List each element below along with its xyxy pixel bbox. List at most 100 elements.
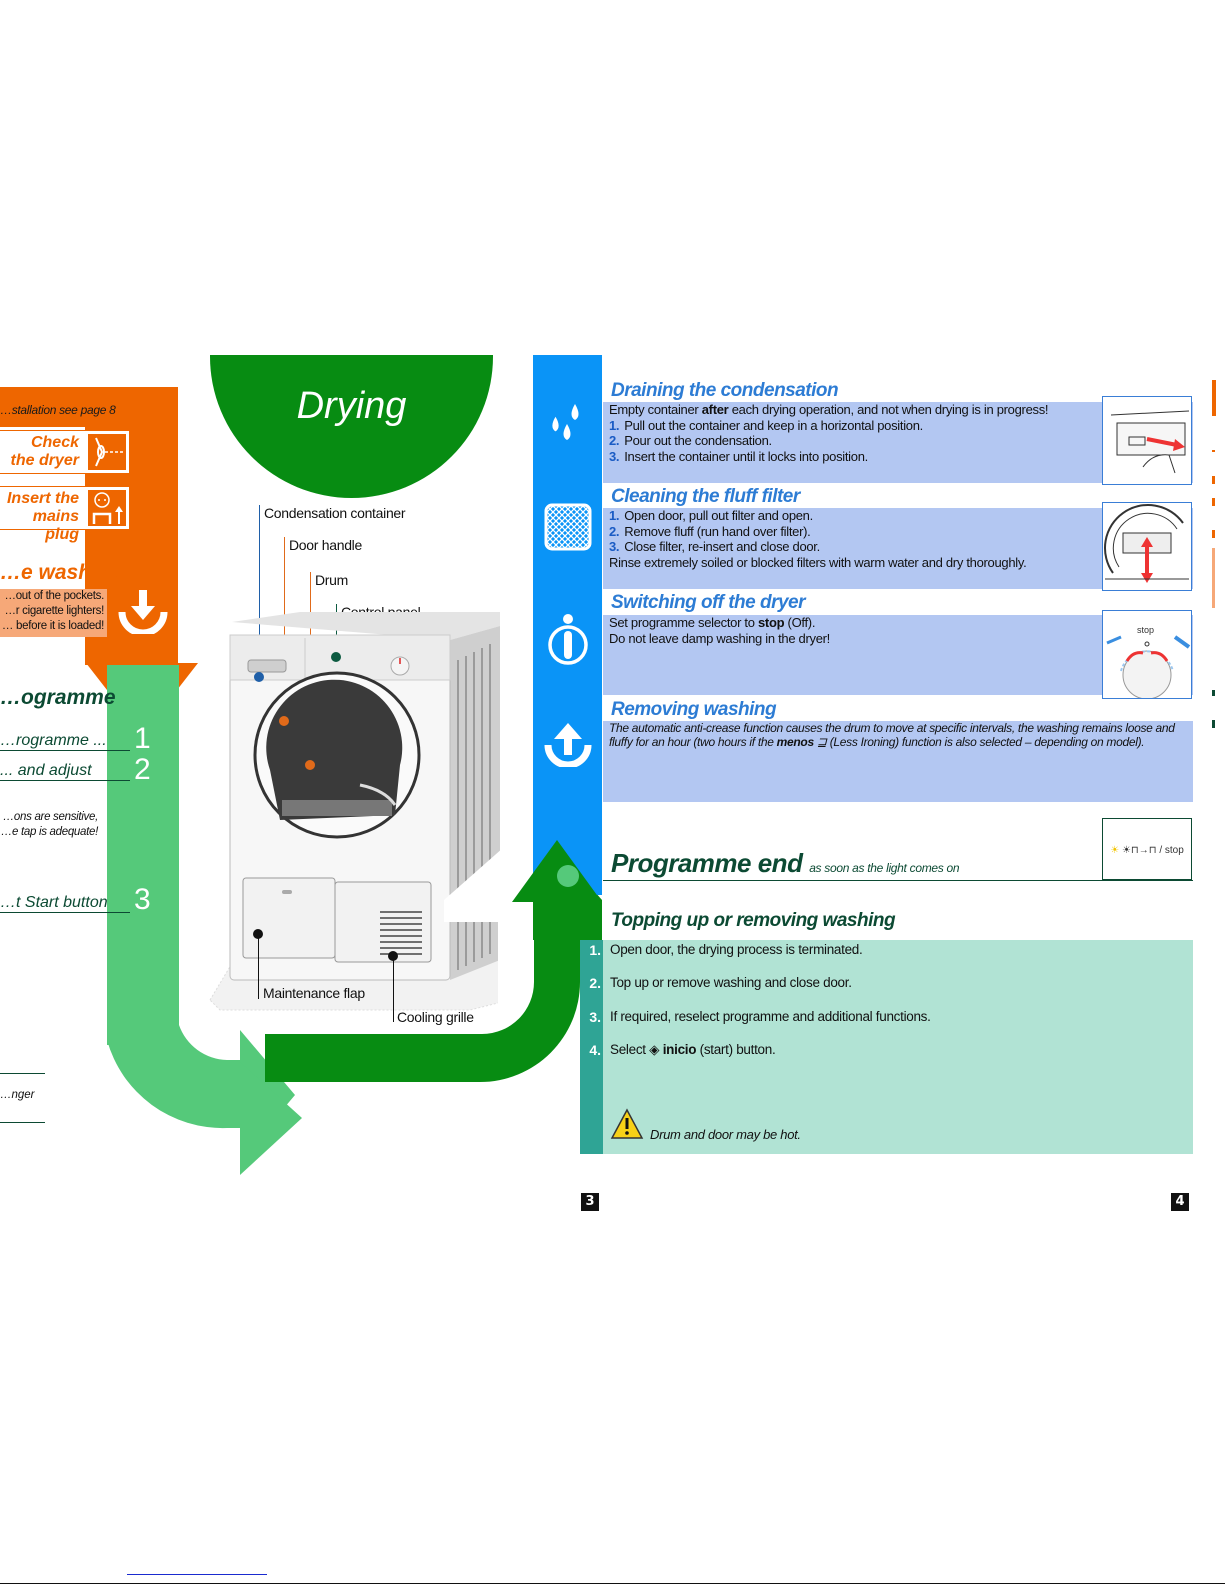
topping-step-1: Open door, the drying process is termina… — [610, 942, 863, 957]
topping-step-2: Top up or remove washing and close door. — [610, 975, 852, 990]
fluff-filter-illustration — [1102, 502, 1192, 591]
note-line: …r cigarette lighters! — [4, 605, 105, 617]
water-drops-icon — [552, 404, 579, 440]
text: Do not leave damp washing in the dryer! — [609, 630, 830, 646]
step-number: 1 — [134, 722, 151, 755]
text-bold: after — [701, 402, 729, 417]
programme-end-subtitle: as soon as the light comes on — [809, 861, 960, 875]
drying-arrow-label: Drying — [323, 1098, 422, 1136]
programme-end-indicator: ☀ ☀⊓→⊓ / stop — [1102, 818, 1192, 880]
step-number: 1. — [589, 942, 601, 958]
leader-line — [284, 537, 285, 721]
section-body-removing-washing: The automatic anti-crease function cause… — [603, 721, 1193, 802]
maintenance-icon-column — [533, 355, 602, 895]
note-line: …ons are sensitive, — [2, 811, 99, 823]
text: Select ◈ — [610, 1042, 663, 1057]
indicator-text: ☀⊓→⊓ / stop — [1121, 845, 1184, 856]
section-title-fluff-filter: Cleaning the fluff filter — [611, 486, 800, 507]
text: Set programme selector to — [609, 615, 758, 630]
marker-door-handle — [279, 716, 289, 726]
section-title-draining: Draining the condensation — [611, 380, 839, 401]
filter-mesh-icon — [544, 503, 592, 551]
plug-icon — [87, 489, 127, 527]
note-line: … before it is loaded! — [1, 620, 104, 632]
label-cooling-grille: Cooling grille — [397, 1009, 474, 1025]
section-body-draining: Empty container after each drying operat… — [603, 402, 1193, 483]
prepare-washing-note: …out of the pockets. …r cigarette lighte… — [0, 589, 107, 637]
step-number: 4. — [589, 1042, 601, 1058]
footer-divider — [0, 1583, 1225, 1584]
step-label: Insert the — [6, 490, 79, 507]
step-label: mains plug — [32, 508, 79, 543]
step-label: the dryer — [10, 452, 79, 469]
list-item: 2.Remove fluff (run hand over filter). — [609, 523, 811, 539]
list-item: 1.Open door, pull out filter and open. — [609, 508, 813, 523]
programme-step-2: ... and adjust — [0, 762, 130, 781]
text: (Off). — [784, 615, 816, 630]
text: The automatic anti-crease function cause… — [609, 721, 1175, 749]
list-item: 3.Close filter, re-insert and close door… — [609, 539, 820, 554]
select-programme-title: …ogramme — [0, 686, 116, 709]
page-number-left: 3 — [581, 1193, 599, 1211]
text: Empty container — [609, 402, 702, 417]
label-drum: Drum — [315, 572, 349, 588]
text-bold: inicio — [662, 1042, 697, 1057]
topping-step-3: If required, reselect programme and addi… — [610, 1009, 931, 1024]
label-condensation-container: Condensation container — [264, 505, 406, 521]
title-text: Programme end — [611, 848, 803, 878]
dark-green-flow-arrow — [265, 840, 602, 1082]
stop-label: stop — [1137, 625, 1155, 635]
text-bold: menos — [776, 735, 814, 749]
topping-up-number-column — [580, 940, 603, 1154]
unload-arrow-icon — [544, 723, 592, 767]
step-number: 3. — [589, 1009, 601, 1025]
eye-icon — [87, 433, 127, 471]
topping-step-4: Select ◈ inicio (start) button. — [610, 1042, 776, 1058]
drying-title: Drying — [296, 385, 407, 427]
topping-up-title: Topping up or removing washing — [611, 910, 896, 931]
section-body-fluff-filter: 1.Open door, pull out filter and open. 2… — [603, 508, 1193, 589]
up-arrowhead — [512, 840, 602, 902]
list-item: 3.Insert the container until it locks in… — [609, 448, 868, 464]
text: (Less Ironing) function is also selected… — [826, 735, 1145, 749]
hanger-note: …nger — [0, 1089, 35, 1101]
indicator-light-icon — [557, 865, 579, 887]
section-title-removing-washing: Removing washing — [611, 699, 777, 720]
text: each drying operation, and not when dryi… — [728, 402, 1049, 417]
condensation-container-illustration — [1102, 396, 1192, 485]
marker-drum — [305, 760, 315, 770]
label-maintenance-flap: Maintenance flap — [263, 985, 365, 1001]
info-icon — [548, 614, 588, 665]
topping-up-panel — [580, 940, 1193, 1154]
warning-icon — [610, 1108, 644, 1139]
less-ironing-icon: ⊒ — [816, 735, 827, 749]
up-arrow-shaft — [533, 900, 602, 940]
programme-end-title: Programme end as soon as the light comes… — [611, 848, 960, 879]
divider — [0, 1073, 45, 1074]
programme-selector-illustration: stop — [1102, 610, 1192, 700]
footer-link-underline[interactable] — [127, 1574, 267, 1575]
step-number: 3 — [134, 883, 151, 916]
programme-step-3: …t Start button — [0, 894, 130, 913]
leader-line — [393, 956, 394, 1022]
programme-step-1: …rogramme ... — [0, 732, 130, 751]
list-item: 1.Pull out the container and keep in a h… — [609, 417, 923, 433]
load-arrow-icon — [118, 590, 168, 634]
note-line: …e tap is adequate! — [0, 826, 99, 838]
marker-condensation-container — [254, 672, 264, 682]
text: Rinse extremely soiled or blocked filter… — [609, 554, 1027, 570]
section-body-switching-off: Set programme selector to stop (Off). Do… — [603, 615, 1193, 695]
marker-control-panel — [331, 652, 341, 662]
light-on-icon: ☀ — [1110, 845, 1120, 856]
leader-line — [259, 505, 260, 677]
text-bold: stop — [758, 615, 785, 630]
note-line: …out of the pockets. — [4, 590, 105, 602]
label-door-handle: Door handle — [289, 537, 362, 553]
step-number: 2 — [134, 753, 151, 786]
leader-line — [258, 934, 259, 999]
list-item: 2.Pour out the condensation. — [609, 433, 772, 448]
section-title-switching-off: Switching off the dryer — [611, 592, 806, 613]
sensitive-buttons-note: …ons are sensitive, …e tap is adequate! — [0, 810, 99, 840]
